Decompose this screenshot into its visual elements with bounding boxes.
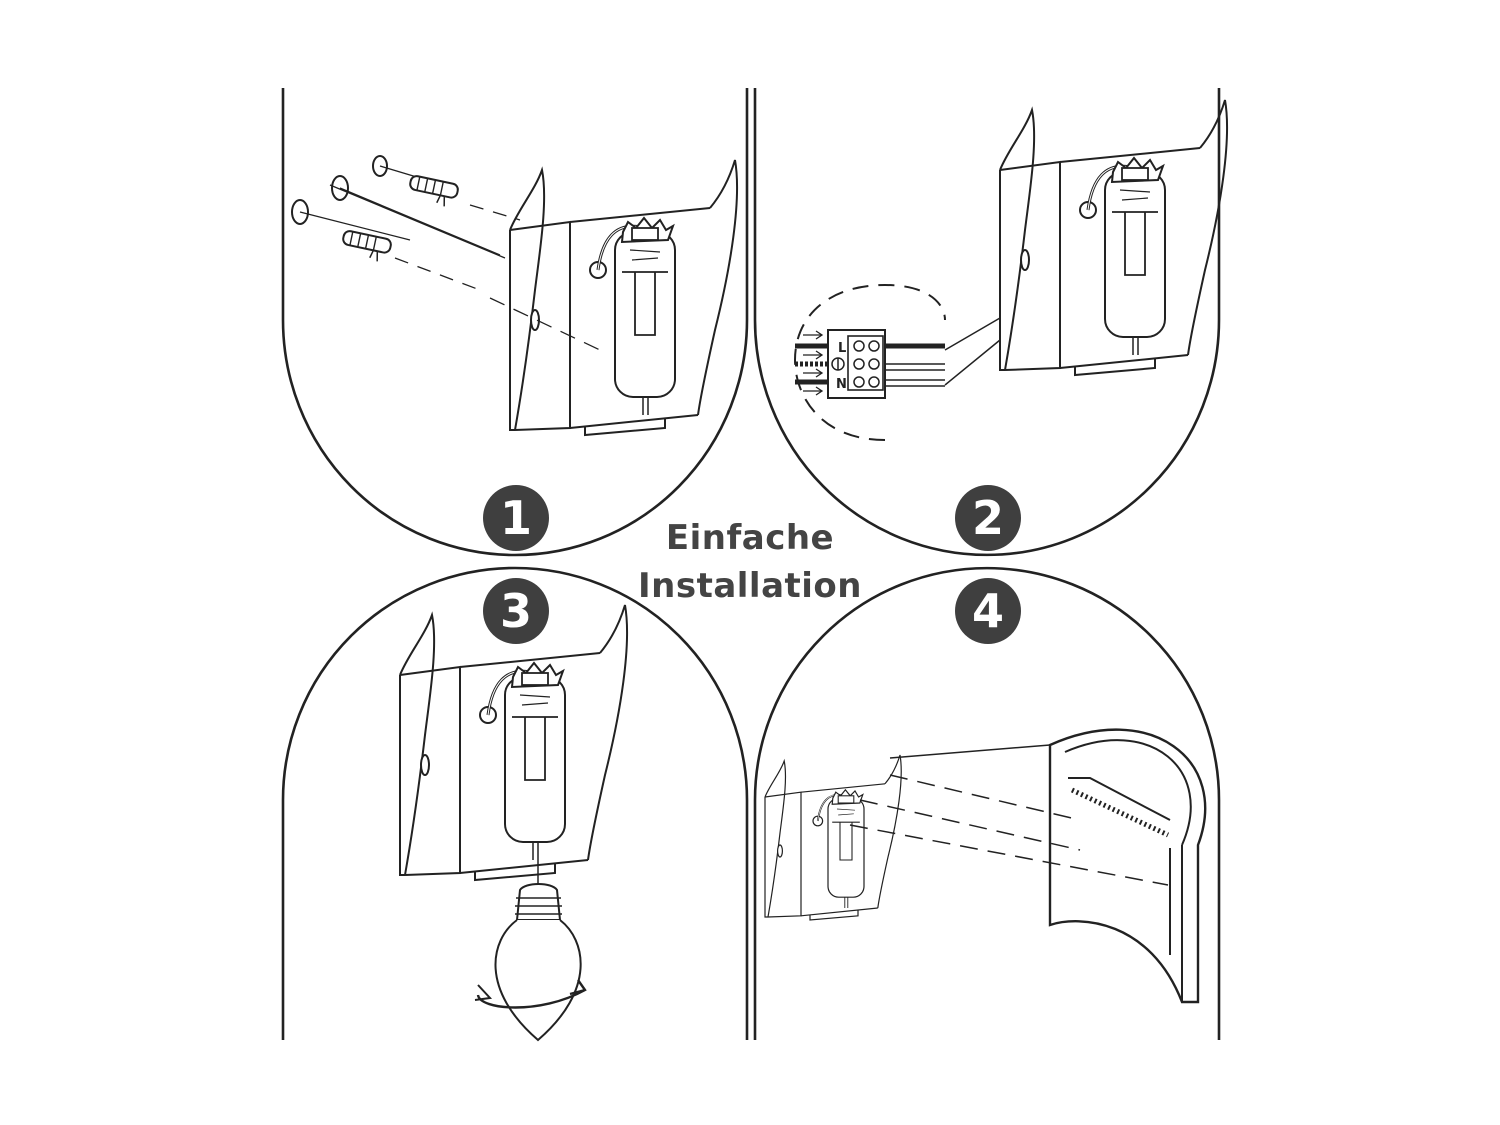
step-1-badge: 1: [483, 485, 549, 551]
drill-hole: [331, 175, 349, 201]
terminal-label-l: L: [838, 341, 846, 356]
terminal-label-n: N: [836, 377, 847, 392]
ground-icon: [831, 357, 845, 371]
wall-plug-icon: [339, 229, 393, 265]
terminal-block-icon: L N: [827, 329, 886, 399]
step-3-badge: 3: [483, 578, 549, 644]
step-1-frame: [281, 88, 749, 557]
drill-hole: [372, 155, 388, 177]
step-2-badge: 2: [955, 485, 1021, 551]
step-4-illustration: [764, 728, 1207, 1004]
step-2-frame: [753, 88, 1221, 557]
title-line-2: Installation: [637, 566, 862, 606]
step-2-illustration: L N: [793, 98, 1229, 441]
drill-hole: [291, 199, 309, 225]
step-4-badge: 4: [955, 578, 1021, 644]
lamp-shade-icon: [1048, 728, 1207, 1004]
light-bulb-icon: [494, 883, 582, 1042]
step-1-illustration: [291, 155, 739, 437]
step-3-frame: [281, 566, 749, 1040]
step-3-illustration: [398, 603, 629, 1042]
step-4-frame: [753, 566, 1221, 1040]
magnifier-circle: [793, 283, 946, 441]
title-line-1: Einfache: [665, 518, 835, 558]
wall-plug-icon: [406, 174, 460, 210]
